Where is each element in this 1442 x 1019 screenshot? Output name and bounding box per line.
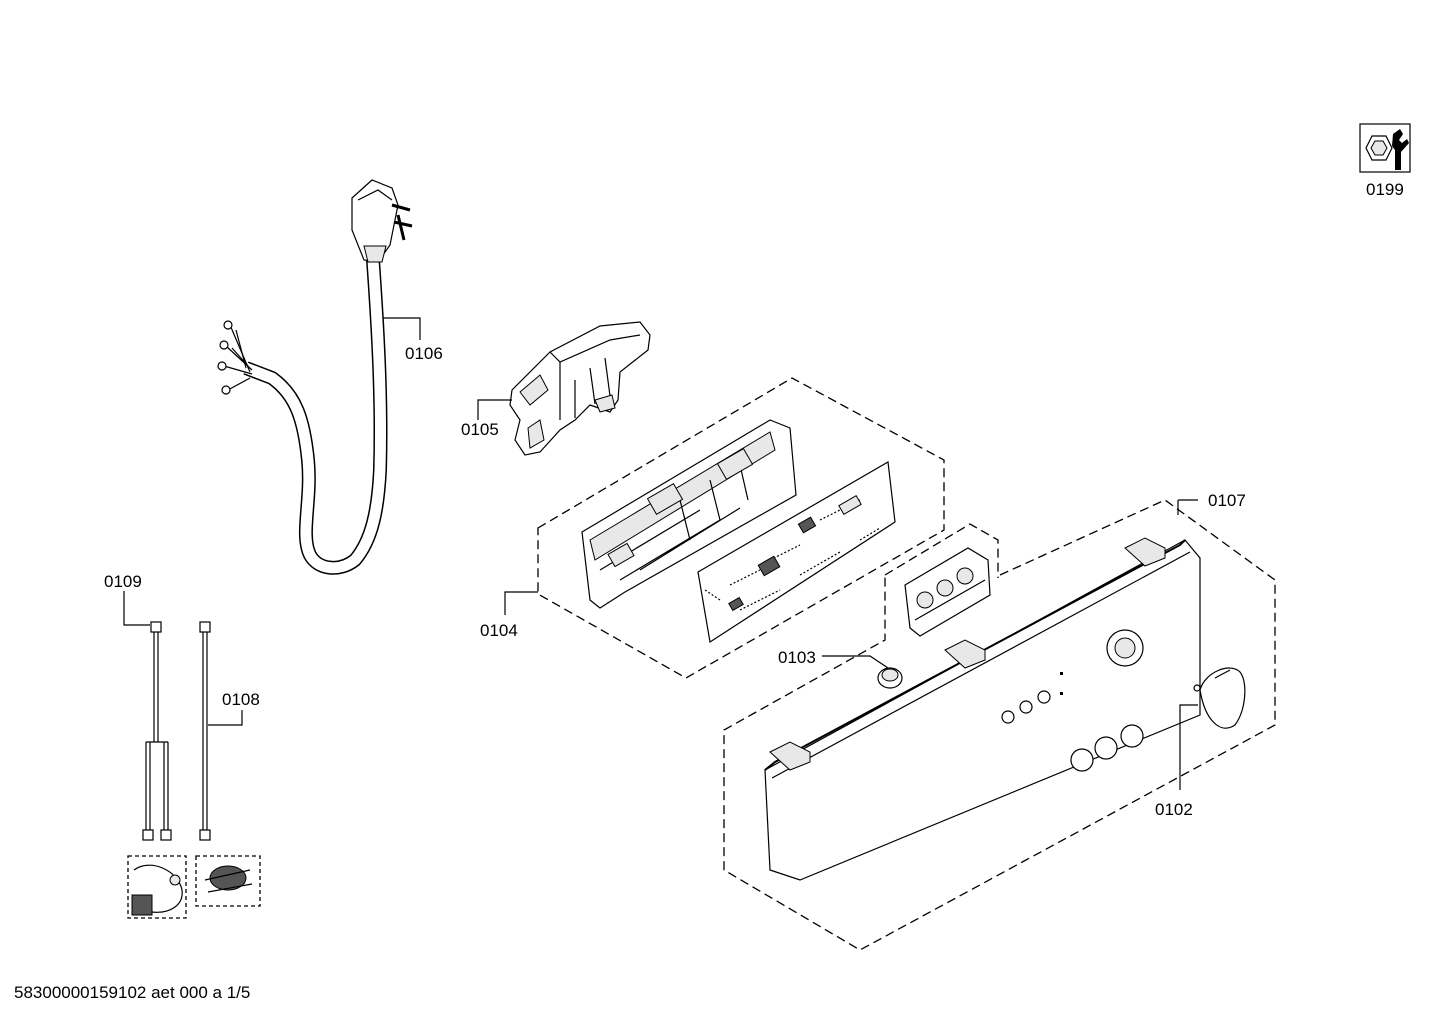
assembly-group-0104-outline	[537, 377, 945, 679]
part-label-0102: 0102	[1155, 800, 1193, 819]
part-label-0105: 0105	[461, 420, 499, 439]
switch-module[interactable]	[904, 547, 991, 637]
motor-thumbnail	[195, 855, 261, 907]
part-label-0106: 0106	[405, 344, 443, 363]
push-button[interactable]	[877, 667, 903, 689]
drum-assembly-thumbnail	[127, 855, 187, 919]
assembly-group-0107-outline	[723, 499, 1276, 951]
wiring-harness-0108[interactable]	[199, 621, 211, 841]
wiring-harness-0109[interactable]	[142, 621, 172, 841]
power-cord[interactable]	[217, 179, 413, 575]
control-module-housing[interactable]	[581, 419, 797, 609]
control-panel-fascia[interactable]	[764, 537, 1201, 881]
part-label-0104: 0104	[480, 621, 518, 640]
printed-circuit-board[interactable]	[697, 461, 896, 643]
part-label-0199: 0199	[1366, 180, 1404, 199]
part-label-0107: 0107	[1208, 491, 1246, 510]
mounting-bracket[interactable]	[509, 321, 651, 456]
document-footer-id: 58300000159102 aet 000 a 1/5	[14, 983, 250, 1002]
part-label-0108: 0108	[222, 690, 260, 709]
part-label-0109: 0109	[104, 572, 142, 591]
selector-knob[interactable]	[1193, 667, 1246, 729]
service-tool-icon[interactable]	[1359, 123, 1411, 173]
part-label-0103: 0103	[778, 648, 816, 667]
